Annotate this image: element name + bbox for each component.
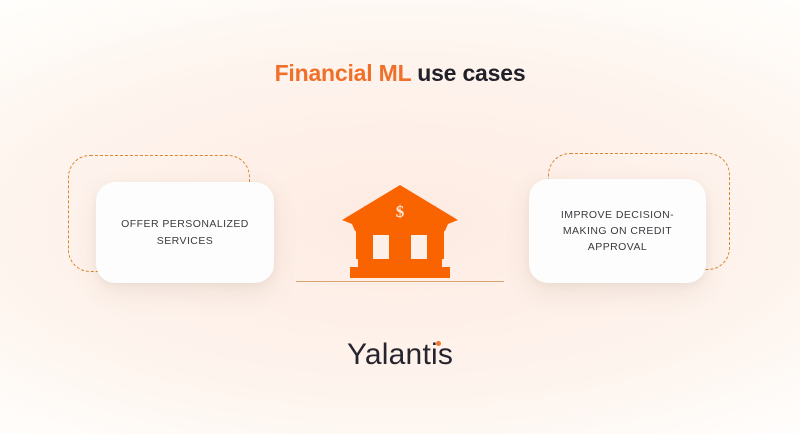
use-case-card-right[interactable]: IMPROVE DECISION- MAKING ON CREDIT APPRO…	[529, 179, 706, 283]
page-title-accent: Financial ML	[274, 60, 412, 86]
page-title-plain: use cases	[411, 60, 526, 86]
bank-icon: $	[340, 183, 460, 283]
use-case-card-left[interactable]: OFFER PERSONALIZED SERVICES	[96, 182, 274, 283]
svg-text:$: $	[396, 202, 405, 221]
brand-logo: Yalantis	[0, 338, 800, 372]
logo-dot-icon	[435, 341, 441, 346]
page-title: Financial ML use cases	[0, 60, 800, 87]
use-case-card-left-label: OFFER PERSONALIZED SERVICES	[121, 218, 249, 247]
use-case-card-right-label: IMPROVE DECISION- MAKING ON CREDIT APPRO…	[560, 208, 675, 254]
